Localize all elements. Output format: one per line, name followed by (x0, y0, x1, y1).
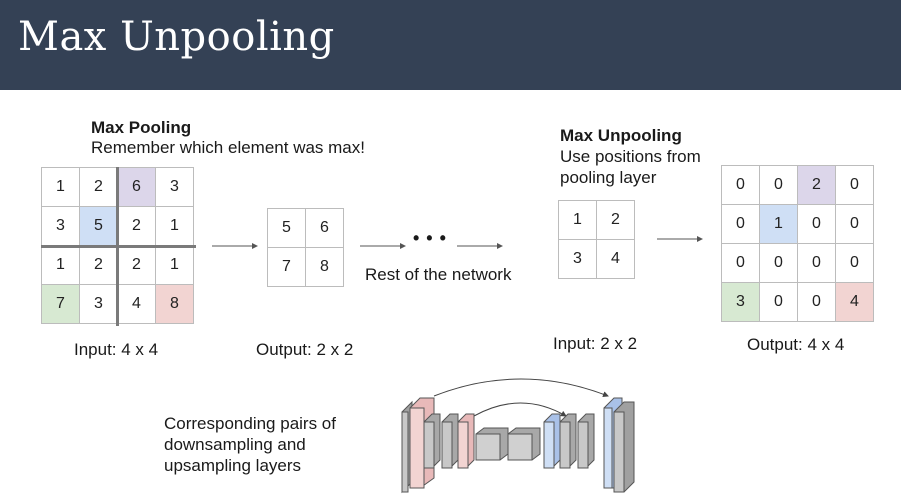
grid-cell: 0 (797, 282, 836, 322)
max-pooling-title: Max Pooling (91, 118, 192, 137)
pooling-divider-horizontal (41, 245, 196, 248)
grid-cell: 0 (721, 204, 760, 244)
grid-cell: 0 (835, 165, 874, 205)
grid-cell: 1 (41, 245, 80, 285)
grid-cell: 3 (558, 239, 597, 279)
arrow-icon (360, 243, 406, 249)
arrow-icon (457, 243, 503, 249)
grid-cell: 2 (117, 206, 156, 246)
encoder-decoder-diagram (401, 378, 635, 494)
decoder-layers (507, 397, 635, 493)
grid-cell: 7 (267, 247, 306, 287)
grid-cell: 3 (41, 206, 80, 246)
encoder-layers (401, 397, 509, 494)
grid-cell: 0 (721, 165, 760, 205)
grid-cell: 2 (79, 245, 118, 285)
max-unpooling-title: Max Unpooling (560, 126, 682, 145)
grid-cell: 1 (41, 167, 80, 207)
pooling-input-grid: 1 2 6 3 3 5 2 1 1 2 2 1 7 3 4 8 (41, 167, 194, 324)
grid-cell-max: 3 (721, 282, 760, 322)
grid-cell: 1 (155, 206, 194, 246)
grid-cell: 4 (117, 284, 156, 324)
grid-cell-max: 4 (835, 282, 874, 322)
grid-cell: 6 (305, 208, 344, 248)
grid-cell: 2 (596, 200, 635, 240)
grid-cell-max: 7 (41, 284, 80, 324)
unpooling-input-grid: 1 2 3 4 (558, 200, 635, 279)
caption-line-2: downsampling and (164, 435, 306, 454)
arrow-icon (657, 236, 703, 242)
grid-cell: 0 (835, 243, 874, 283)
grid-cell: 0 (835, 204, 874, 244)
grid-cell: 5 (267, 208, 306, 248)
title-bar: Max Unpooling (0, 0, 901, 90)
grid-cell: 0 (797, 204, 836, 244)
grid-cell-max: 5 (79, 206, 118, 246)
grid-cell: 1 (558, 200, 597, 240)
max-pooling-subtitle: Remember which element was max! (91, 138, 365, 157)
grid-cell-max: 2 (797, 165, 836, 205)
grid-cell: 2 (117, 245, 156, 285)
max-unpooling-subtitle-2: pooling layer (560, 168, 657, 187)
grid-cell: 0 (721, 243, 760, 283)
caption-line-3: upsampling layers (164, 456, 302, 475)
grid-cell-max: 1 (759, 204, 798, 244)
arrow-icon (212, 243, 258, 249)
grid-cell-max: 8 (155, 284, 194, 324)
page-title: Max Unpooling (18, 14, 335, 60)
unpooling-input-label: Input: 2 x 2 (553, 334, 638, 353)
rest-of-network-label: Rest of the network (365, 265, 512, 284)
grid-cell: 3 (155, 167, 194, 207)
grid-cell: 0 (797, 243, 836, 283)
skip-connection-outer (433, 378, 609, 397)
skip-connection-inner (473, 402, 567, 417)
grid-cell: 8 (305, 247, 344, 287)
unpooling-output-grid: 0 0 2 0 0 1 0 0 0 0 0 0 3 0 0 4 (721, 165, 874, 322)
pooling-input-label: Input: 4 x 4 (74, 340, 159, 359)
unpooling-output-label: Output: 4 x 4 (747, 335, 845, 354)
grid-cell: 0 (759, 243, 798, 283)
pooling-output-label: Output: 2 x 2 (256, 340, 354, 359)
grid-cell-max: 6 (117, 167, 156, 207)
grid-cell: 3 (79, 284, 118, 324)
ellipsis-dots: • • • (413, 228, 447, 248)
caption-line-1: Corresponding pairs of (164, 414, 336, 433)
grid-cell: 1 (155, 245, 194, 285)
grid-cell: 4 (596, 239, 635, 279)
pooling-output-grid: 5 6 7 8 (267, 208, 344, 287)
grid-cell: 0 (759, 165, 798, 205)
max-unpooling-subtitle-1: Use positions from (560, 147, 701, 166)
grid-cell: 2 (79, 167, 118, 207)
grid-cell: 0 (759, 282, 798, 322)
